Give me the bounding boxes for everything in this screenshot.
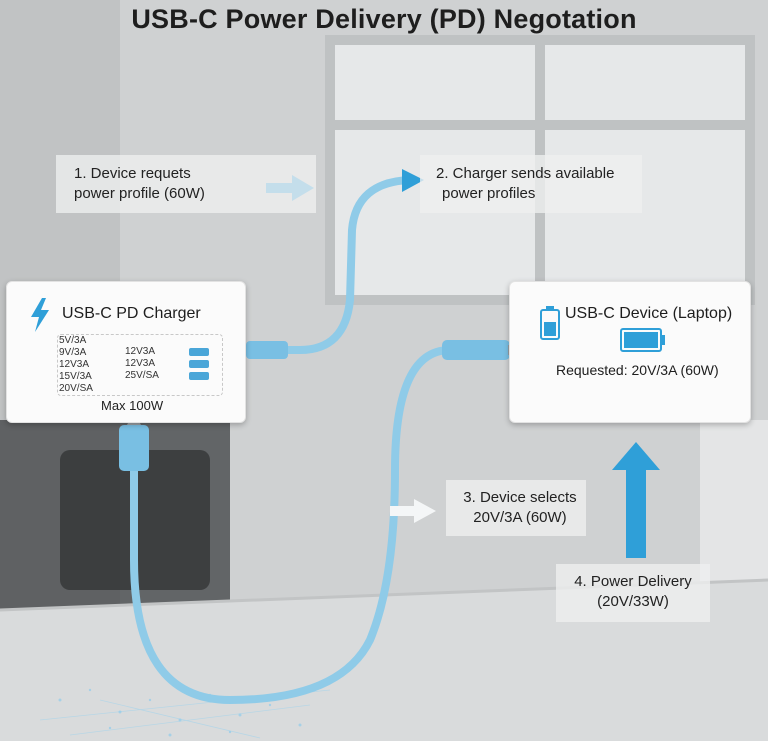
- step-1-label: 1. Device requets power profile (60W): [56, 155, 316, 213]
- battery-full-icon: [620, 328, 665, 352]
- usb-port-icon: [189, 372, 209, 380]
- profiles-left-list: 5V/3A 9V/3A 12V3A 15V/3A 20V/SA: [59, 335, 93, 395]
- step-3-label: 3. Device selects 20V/3A (60W): [446, 480, 586, 536]
- profile-item: 20V/SA: [59, 383, 93, 394]
- usb-port-icon: [189, 360, 209, 368]
- charger-title: USB-C PD Charger: [62, 305, 201, 322]
- charger-max-power: Max 100W: [101, 398, 164, 413]
- device-requested: Requested: 20V/3A (60W): [556, 362, 719, 378]
- step-4-label: 4. Power Delivery (20V/33W): [556, 564, 710, 622]
- arrow-up-icon: [612, 442, 660, 558]
- profiles-box: [57, 334, 223, 396]
- step-3-line2: 20V/3A (60W): [473, 509, 567, 526]
- charger-ports: [189, 348, 209, 384]
- cable-plug-charger-right: [246, 341, 288, 359]
- profile-item: 25V/SA: [125, 370, 159, 381]
- profile-item: 12V3A: [125, 358, 156, 369]
- step-1-line1: 1. Device requets: [74, 165, 191, 182]
- cable-plug-charger-bottom: [119, 425, 149, 471]
- device-card: USB-C Device (Laptop) Requested: 20V/3A …: [509, 281, 751, 423]
- step-2-label: 2. Charger sends available power profile…: [420, 155, 642, 213]
- lightning-bolt-icon: [31, 298, 49, 332]
- step-2-line1: 2. Charger sends available: [436, 165, 615, 182]
- profile-item: 15V/3A: [59, 371, 92, 382]
- step-4-line2: (20V/33W): [597, 593, 669, 610]
- diagram-title: USB-C Power Delivery (PD) Negotation: [131, 4, 637, 34]
- device-title: USB-C Device (Laptop): [565, 305, 733, 322]
- profile-item: 9V/3A: [59, 347, 87, 358]
- step-3-line1: 3. Device selects: [463, 489, 577, 506]
- arrow-right-icon-step3: [390, 499, 436, 523]
- step-1-line2: power profile (60W): [74, 185, 205, 202]
- cable-plug-device: [442, 340, 510, 360]
- profiles-right-list: 12V3A 12V3A 25V/SA: [125, 346, 159, 382]
- step-4-line1: 4. Power Delivery: [574, 573, 692, 590]
- profile-item: 12V3A: [59, 359, 90, 370]
- step-2-line2: power profiles: [442, 185, 536, 202]
- battery-icon: [540, 306, 560, 340]
- usb-port-icon: [189, 348, 209, 356]
- profile-item: 5V/3A: [59, 335, 87, 346]
- profile-item: 12V3A: [125, 346, 156, 357]
- charger-card: USB-C PD Charger 5V/3A 9V/3A 12V3A 15V/3…: [6, 281, 246, 423]
